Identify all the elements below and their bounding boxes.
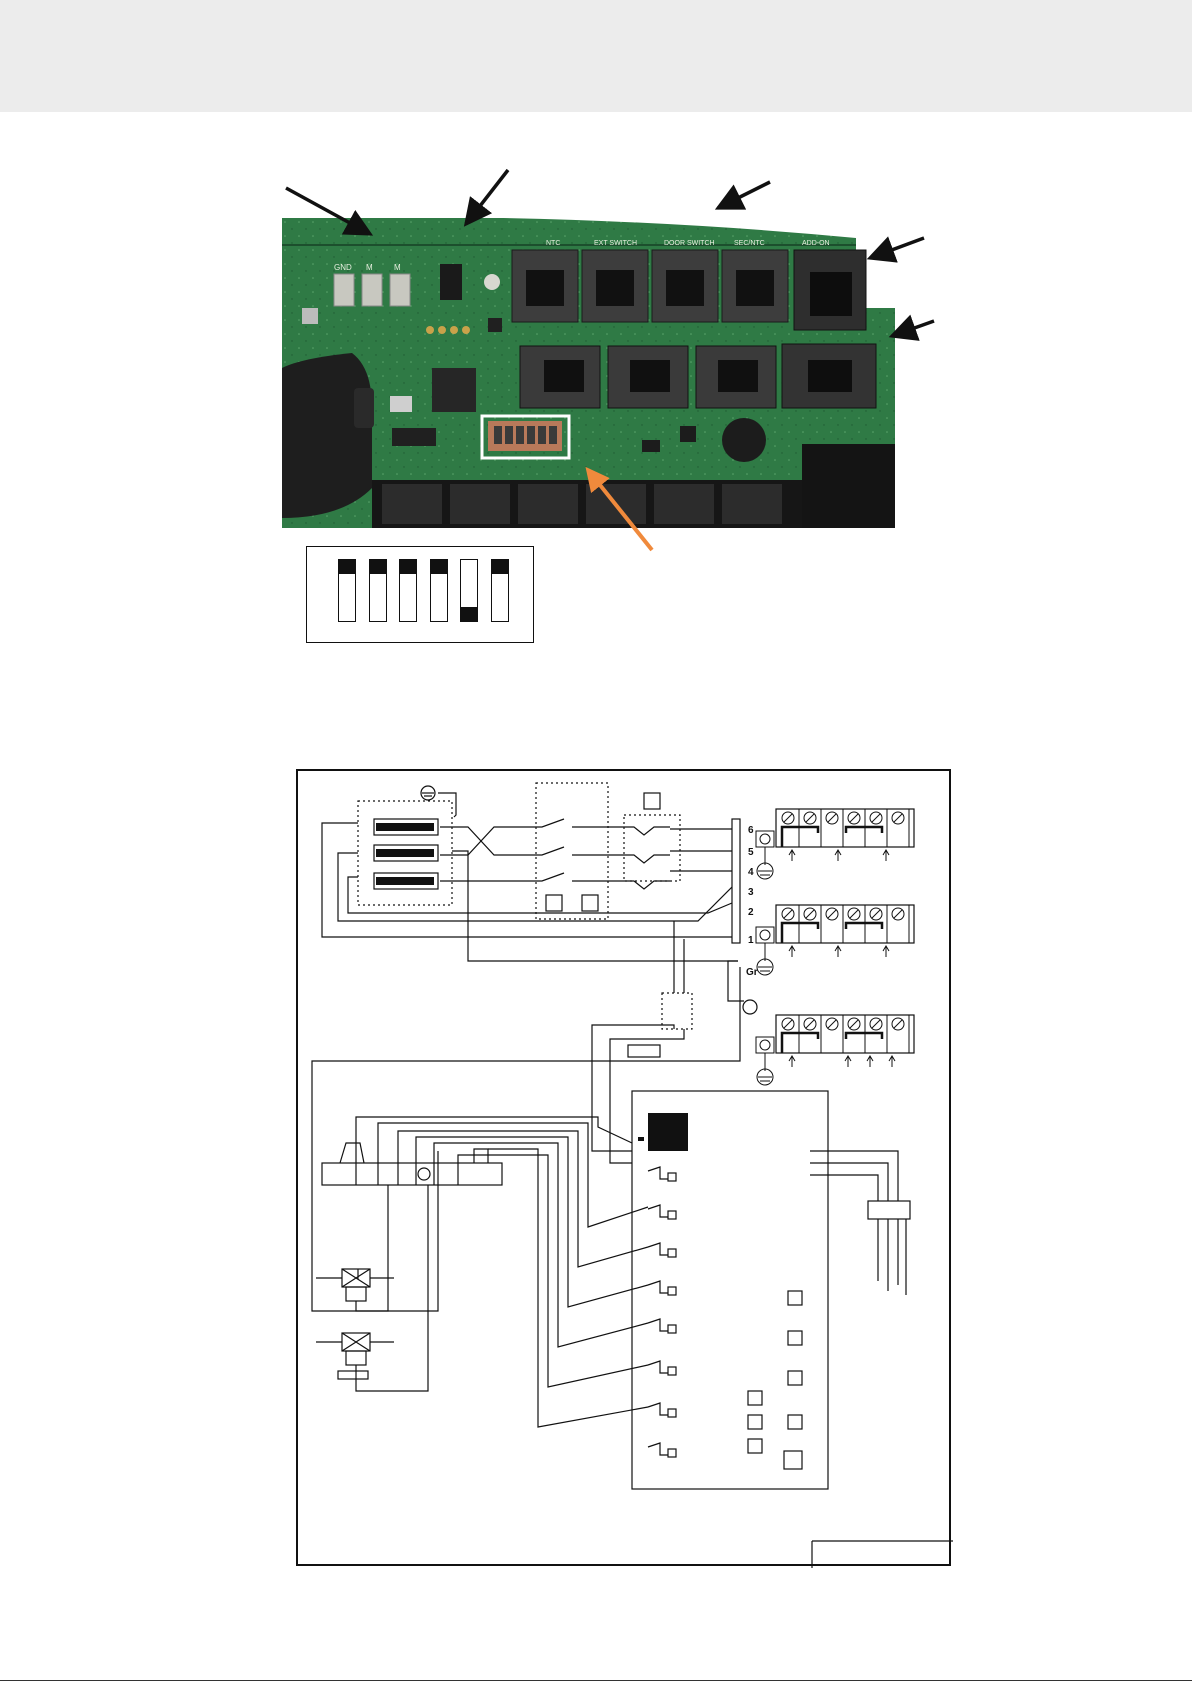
dip-switch-knob	[461, 607, 477, 621]
pcb-photo: GND M M NT	[282, 218, 895, 528]
dip-switch-knob	[400, 560, 416, 574]
arrow-3	[718, 182, 770, 208]
dip-switch-diagram	[306, 546, 534, 643]
terminal-block-group	[756, 905, 914, 975]
terminal-label: 6	[748, 825, 754, 836]
wiring-schematic: 6 5 4 3 2 1 Gr	[298, 771, 953, 1568]
terminal-block-group	[756, 809, 914, 879]
terminal-label: Gr	[746, 967, 758, 978]
connector-label-ntc: NTC	[546, 240, 560, 247]
dip-switch-2	[369, 559, 387, 622]
arrow-5	[892, 321, 934, 336]
dip-switch-knob	[492, 560, 508, 574]
terminal-label: 3	[748, 887, 754, 898]
wiring-diagram: 6 5 4 3 2 1 Gr	[296, 769, 951, 1566]
rj-connectors-bottom	[520, 344, 876, 408]
arrow-2	[466, 170, 508, 224]
pcb-photo-drawing: GND M M NT	[282, 218, 895, 528]
terminal-label: 2	[748, 907, 754, 918]
terminal-block-group	[756, 1015, 914, 1085]
dip-switch-1	[338, 559, 356, 622]
pin-label: M	[394, 263, 401, 272]
dip-switch-3	[399, 559, 417, 622]
dip-switch-knob	[431, 560, 447, 574]
terminal-label: 1	[748, 935, 754, 946]
footer-rule	[0, 1680, 1192, 1681]
dip-switch-knob	[370, 560, 386, 574]
connector-label-door-switch: DOOR SWITCH	[664, 240, 715, 247]
header-band	[0, 0, 1192, 112]
terminal-labels: 6 5 4 3 2 1 Gr	[746, 825, 758, 978]
dip-switch-knob	[339, 560, 355, 574]
pin-label: GND	[334, 263, 352, 272]
connector-label-sec-ntc: SEC/NTC	[734, 240, 765, 247]
connector-label-add-on: ADD-ON	[802, 240, 830, 247]
pin-label: M	[366, 263, 373, 272]
dip-switch-4	[430, 559, 448, 622]
connector-label-ext-switch: EXT SWITCH	[594, 240, 637, 247]
terminal-label: 5	[748, 847, 754, 858]
terminal-label: 4	[748, 867, 754, 878]
dip-switch-5	[460, 559, 478, 622]
dip-switch-6	[491, 559, 509, 622]
pin-headers: GND M M	[334, 263, 410, 306]
rj-connectors-top	[512, 250, 866, 330]
terminal-blocks	[756, 809, 914, 1085]
